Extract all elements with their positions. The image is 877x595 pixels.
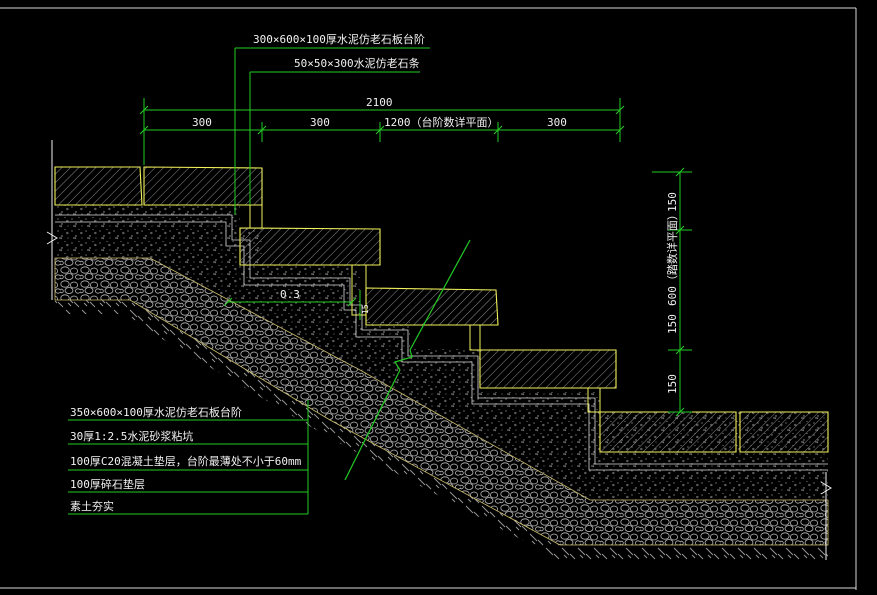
drawing-frame [0, 7, 857, 590]
dim-v-1: 150 [666, 192, 679, 212]
callout-top-strip: 50×50×300水泥仿老石条 [294, 56, 420, 70]
small-dim: 15 [361, 304, 370, 314]
slope-dimension [223, 290, 361, 320]
dim-seg-2: 300 [310, 116, 330, 129]
stone-slabs [54, 166, 829, 453]
layer-note-2: 30厚1:2.5水泥砂浆粘坑 [70, 429, 193, 443]
stone-slab [365, 287, 499, 326]
layer-note-3: 100厚C20混凝土垫层，台阶最薄处不小于60mm [70, 454, 302, 468]
layer-notes-leader [68, 400, 309, 515]
dim-seg-3: 1200（台阶数详平面） [384, 115, 499, 129]
dim-v-3: 150 [666, 314, 679, 334]
layer-note-1: 350×600×100厚水泥仿老石板台阶 [70, 405, 242, 419]
layer-note-4: 100厚碎石垫层 [70, 477, 145, 491]
dim-seg-4: 300 [547, 116, 567, 129]
stone-slab [479, 349, 617, 389]
stone-slab [143, 166, 263, 206]
dim-v-2: 600（踏数详平面） [665, 209, 679, 306]
horizontal-dimension-chain [139, 98, 625, 165]
stone-slab [599, 411, 737, 453]
dim-seg-1: 300 [192, 116, 212, 129]
left-cut-mark [46, 140, 832, 560]
vertical-dimension-chain [652, 167, 692, 417]
stone-slab [54, 166, 143, 206]
top-callout-leaders [234, 47, 430, 215]
slope-label: 0.3 [280, 288, 300, 301]
dim-v-4: 150 [666, 374, 679, 394]
stone-slab [739, 411, 829, 453]
layer-note-5: 素土夯实 [70, 499, 114, 513]
stone-nosing-strips [249, 204, 601, 413]
break-line [344, 239, 471, 481]
stone-slab [239, 227, 381, 266]
callout-top-slab: 300×600×100厚水泥仿老石板台阶 [253, 32, 425, 46]
dim-total: 2100 [366, 96, 393, 109]
